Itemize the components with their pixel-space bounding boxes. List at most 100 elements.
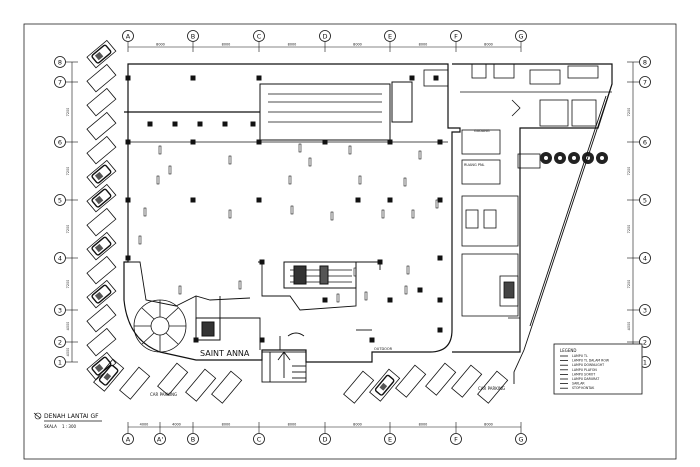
grid-row-left-3-label: 3 <box>58 306 62 314</box>
dim-bottom-2: 8000 <box>222 423 231 427</box>
parking-label-right: CAR PARKING <box>478 386 505 391</box>
grid-row-right-1-label: 1 <box>643 358 647 366</box>
light-fixtures <box>138 143 439 303</box>
parking-stall-left-4 <box>86 135 117 165</box>
grid-row-right-8: 8 <box>639 56 651 68</box>
grid-col-bottom-7: G <box>515 433 527 445</box>
fixture-23 <box>178 285 182 295</box>
parking-stall-left-12 <box>86 327 117 357</box>
dim-top-5: 8000 <box>484 43 493 47</box>
center-escalator <box>283 261 357 289</box>
parking-stall-bottom-2 <box>157 362 189 396</box>
dim-bottom-0: 4000 <box>140 423 149 427</box>
grid-col-top-d-label: D <box>322 32 327 40</box>
fixture-22 <box>406 265 410 275</box>
column-10 <box>125 139 131 145</box>
dim-top-1: 8000 <box>222 43 231 47</box>
ac-units <box>540 152 608 164</box>
grid-col-bottom-1: A' <box>154 433 166 445</box>
east-wing-outline <box>452 63 613 353</box>
fixture-9 <box>435 199 439 209</box>
fixture-1 <box>228 209 232 219</box>
grid-row-right-6: 6 <box>639 136 651 148</box>
upper-escalator <box>259 69 449 141</box>
fixture-7 <box>403 177 407 187</box>
dim-right-2: 7200 <box>627 225 631 234</box>
column-2 <box>256 75 262 81</box>
column-5 <box>147 121 153 127</box>
fixture-2 <box>288 175 292 185</box>
parking-bays-left <box>86 39 117 381</box>
dim-top-3: 8000 <box>353 43 362 47</box>
grid-row-right-3-label: 3 <box>643 306 647 314</box>
column-4 <box>433 75 439 81</box>
parking-stall-left-0 <box>86 39 117 69</box>
parking-stall-bottom-6 <box>369 368 401 402</box>
grid-col-top-c-label: C <box>257 32 262 40</box>
parking-stall-left-2 <box>86 87 117 117</box>
grid-row-left-5: 5 <box>54 194 66 206</box>
grid-col-bottom-3-label: C <box>257 435 262 443</box>
fixture-0 <box>156 175 160 185</box>
legend-item-3: LAMPU PLAFON <box>572 368 597 372</box>
grid-row-right-6-label: 6 <box>643 138 647 146</box>
parking-bays-bottom <box>93 358 509 404</box>
parking-stall-left-9 <box>86 255 117 285</box>
room-label-ruang-panel: RUANG PNL <box>464 163 485 167</box>
room-label-saint-anna: SAINT ANNA <box>200 349 250 358</box>
parking-stall-bottom-4 <box>211 370 243 404</box>
parking-stall-left-7 <box>86 207 117 237</box>
parking-stall-bottom-9 <box>451 364 483 398</box>
grid-col-bottom-2: B <box>187 433 199 445</box>
grid-row-left-3: 3 <box>54 304 66 316</box>
fixture-17 <box>308 157 312 167</box>
grid-col-bottom-0: A <box>122 433 134 445</box>
grid-row-right-3: 3 <box>639 304 651 316</box>
dim-top-2: 8000 <box>288 43 297 47</box>
grid-row-right-5: 5 <box>639 194 651 206</box>
grid-row-left-5-label: 5 <box>58 196 62 204</box>
column-28 <box>437 297 443 303</box>
parking-label-left: CAR PARKING <box>150 392 177 397</box>
legend-title: LEGEND <box>560 348 576 353</box>
column-8 <box>222 121 228 127</box>
grid-row-left-4-label: 4 <box>58 254 62 262</box>
grid-row-left-8: 8 <box>54 56 66 68</box>
dim-bottom-4: 8000 <box>353 423 362 427</box>
parking-stall-bottom-8 <box>425 362 457 396</box>
grid-col-bottom-4-label: D <box>322 435 327 443</box>
grid-row-left-7: 7 <box>54 76 66 88</box>
dim-top-0: 8000 <box>156 43 165 47</box>
column-32 <box>437 327 443 333</box>
grid-row-left-2-label: 2 <box>58 338 62 346</box>
fixture-10 <box>143 207 147 217</box>
grid-col-top-f: F <box>450 30 462 42</box>
parking-stall-left-5 <box>86 159 117 189</box>
dim-left-5: 4000 <box>66 348 70 357</box>
east-wing-rooms <box>460 63 612 352</box>
grid-row-left-2: 2 <box>54 336 66 348</box>
dim-right-3: 7200 <box>627 280 631 289</box>
grid-row-left-4: 4 <box>54 252 66 264</box>
dim-bottom-1: 4000 <box>172 423 181 427</box>
grid-col-top-e-label: E <box>388 32 392 40</box>
fixture-24 <box>238 280 242 290</box>
grid-col-bottom-5-label: E <box>388 435 392 443</box>
grid-col-top-a-label: A <box>126 32 131 40</box>
parking-stall-bottom-10 <box>477 370 509 404</box>
grid-col-bottom-5: E <box>384 433 396 445</box>
grid-col-top-d: D <box>319 30 331 42</box>
grid-col-bottom-0-label: A <box>126 435 131 443</box>
column-12 <box>256 139 262 145</box>
grid-row-left-1-label: 1 <box>58 358 62 366</box>
dim-right-4: 4000 <box>627 322 631 331</box>
structural-columns <box>125 75 443 343</box>
column-3 <box>409 75 415 81</box>
